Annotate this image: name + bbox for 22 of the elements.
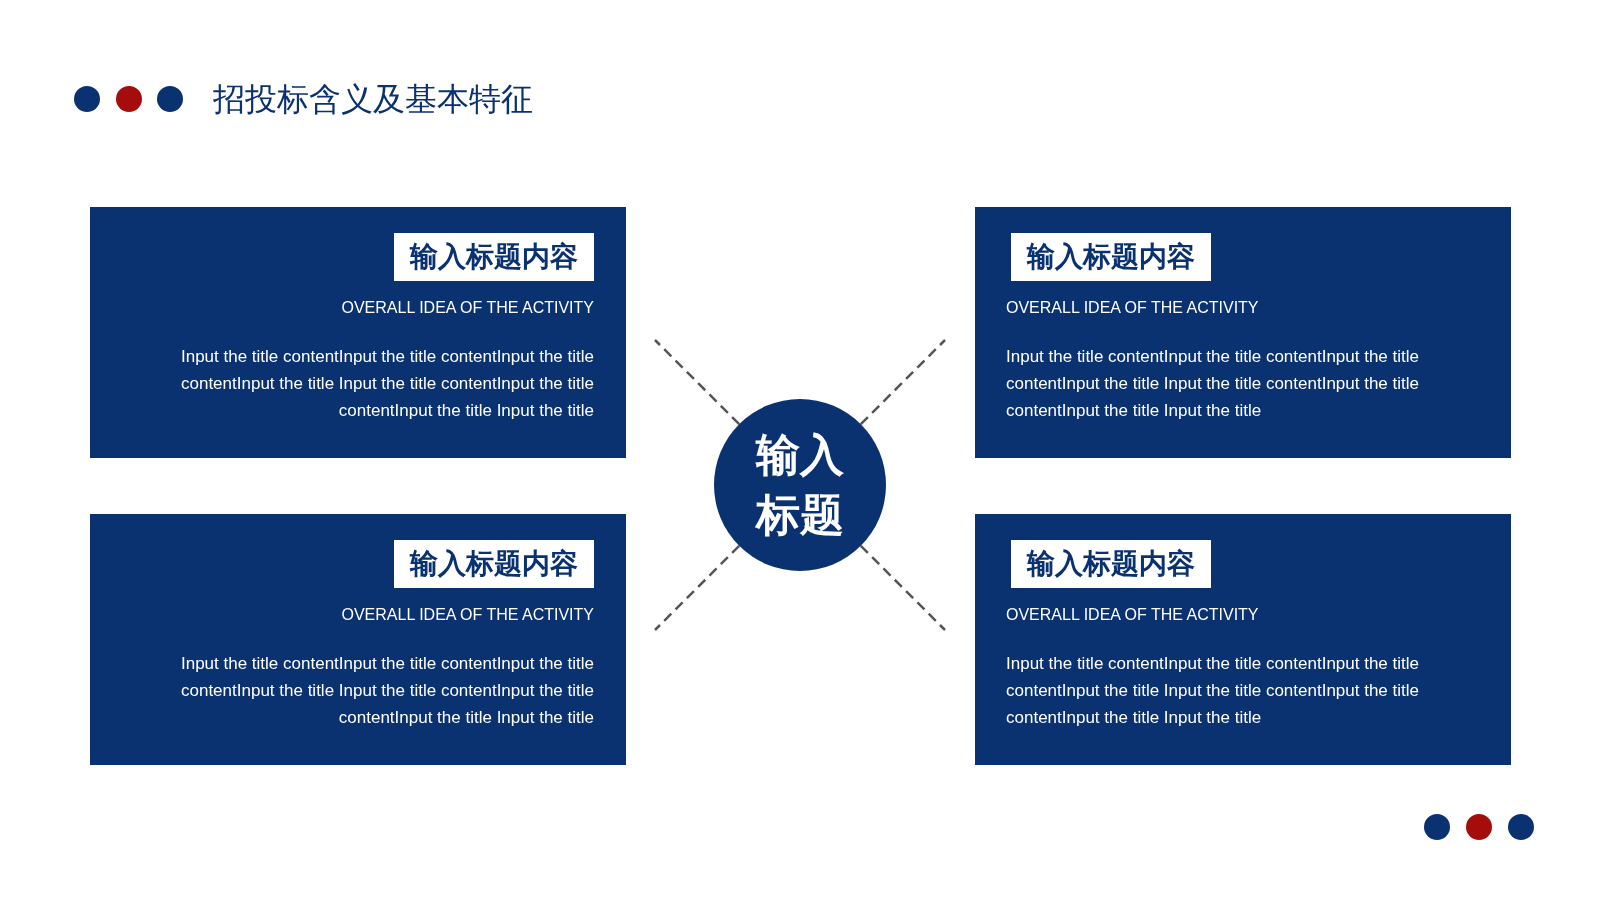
page-title: 招投标含义及基本特征 [213,79,533,120]
subtitle-text: OVERALL IDEA OF THE ACTIVITY [1006,606,1259,624]
dashed-connector [654,339,741,426]
circle-title: 输入标题 [754,428,845,542]
subtitle-text: OVERALL IDEA OF THE ACTIVITY [1006,299,1259,317]
heading-label: 输入标题内容 [1011,233,1211,281]
content-card [90,207,626,458]
subtitle-text: OVERALL IDEA OF THE ACTIVITY [341,606,594,624]
body-text: Input the title contentInput the title contentInput the title contentInput the title Input the title contentInput the title contentInput the title Input the title [1006,653,1420,729]
body-text: Input the title contentInput the title contentInput the title contentInput the title Input the title contentInput the title contentInput the title Input the title [1006,346,1420,422]
body-text: Input the title contentInput the title contentInput the title contentInput the title Input the title contentInput the title contentInput the title Input the title [180,346,594,422]
dashed-connector [859,544,946,631]
heading-label: 输入标题内容 [394,540,594,588]
subtitle-text: OVERALL IDEA OF THE ACTIVITY [341,299,594,317]
dashed-connector [654,544,741,631]
content-card [975,514,1511,765]
dashed-connector [859,339,946,426]
content-card [90,514,626,765]
body-text: Input the title contentInput the title contentInput the title contentInput the title Input the title contentInput the title contentInput the title Input the title [180,653,594,729]
heading-label: 输入标题内容 [1011,540,1211,588]
heading-label: 输入标题内容 [394,233,594,281]
content-card [975,207,1511,458]
